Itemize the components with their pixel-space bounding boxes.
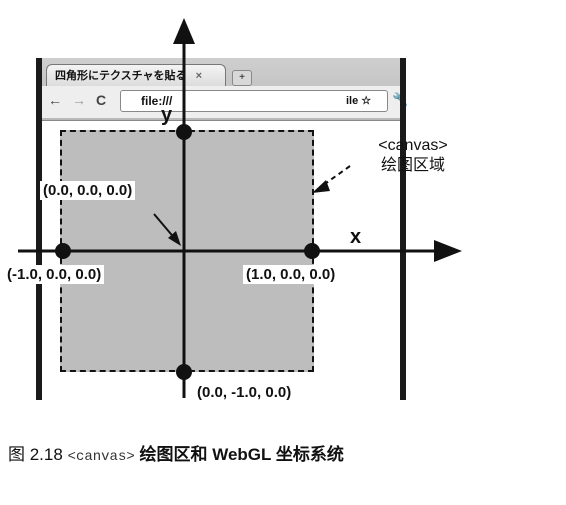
window-frame-left xyxy=(36,58,42,400)
figure-caption: 图 2.18 <canvas> 绘图区和 WebGL 坐标系统 xyxy=(8,440,344,465)
origin-pointer-head xyxy=(168,231,181,246)
back-arrow-icon[interactable]: ← xyxy=(48,92,62,108)
x-axis-label: x xyxy=(350,226,362,248)
point-left xyxy=(55,243,71,259)
new-tab-button[interactable]: + xyxy=(232,70,252,86)
window-frame-right xyxy=(400,58,406,400)
point-right xyxy=(304,243,320,259)
bottom-point-label: (0.0, -1.0, 0.0) xyxy=(194,383,295,402)
annotation-line-1: <canvas> xyxy=(378,137,448,154)
y-axis-arrow xyxy=(173,18,195,44)
forward-arrow-icon[interactable]: → xyxy=(72,92,86,108)
address-bar[interactable]: file:/// xyxy=(120,90,388,112)
tab-close-icon[interactable]: × xyxy=(195,70,203,82)
point-bottom xyxy=(176,364,192,380)
origin-label: (0.0, 0.0, 0.0) xyxy=(40,181,136,200)
address-bar-end[interactable]: ile ☆ xyxy=(346,95,372,107)
url-text: file:/// xyxy=(141,94,173,108)
y-axis-label: y xyxy=(161,104,173,126)
left-point-label: (-1.0, 0.0, 0.0) xyxy=(4,265,105,284)
reload-icon[interactable]: C xyxy=(96,92,107,108)
caption-code: <canvas> xyxy=(67,449,135,465)
caption-text: 绘图区和 WebGL 坐标系统 xyxy=(139,445,344,464)
canvas-annotation-pointer-head xyxy=(312,180,330,193)
browser-tab[interactable]: 四角形にテクスチャを貼る × xyxy=(46,64,226,86)
canvas-area-annotation: <canvas> 绘图区域 xyxy=(358,136,468,176)
point-top xyxy=(176,124,192,140)
right-point-label: (1.0, 0.0, 0.0) xyxy=(243,265,339,284)
x-axis-arrow xyxy=(434,240,462,262)
caption-prefix: 图 2.18 xyxy=(8,445,63,464)
tab-title: 四角形にテクスチャを貼る xyxy=(55,70,187,82)
annotation-line-2: 绘图区域 xyxy=(380,157,445,174)
